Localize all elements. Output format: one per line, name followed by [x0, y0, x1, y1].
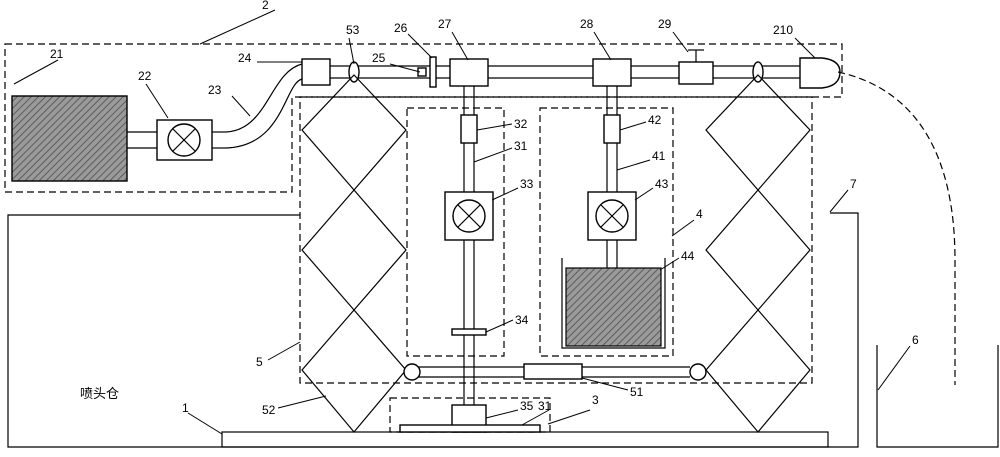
- tee-27: [449, 58, 489, 87]
- valve-29: [678, 61, 714, 85]
- base-plate-31: [399, 424, 541, 433]
- label-22: 22: [138, 69, 152, 83]
- label-43: 43: [655, 177, 669, 191]
- nozzle-chamber-outline: [7, 212, 859, 448]
- label-31-bottom: 31: [538, 399, 552, 413]
- label-1: 1: [182, 401, 189, 415]
- right-hinge-pin: [689, 363, 707, 381]
- label-34: 34: [515, 313, 529, 327]
- label-26: 26: [394, 21, 408, 35]
- label-29: 29: [658, 17, 672, 31]
- spray-trajectory: [837, 71, 956, 385]
- label-5: 5: [256, 355, 263, 369]
- label-3: 3: [592, 393, 599, 407]
- sensor-42: [603, 114, 621, 144]
- pipe-fitting-24: [301, 58, 331, 86]
- water-tank-21: [11, 95, 128, 182]
- label-31-top: 31: [514, 139, 528, 153]
- left-hinge-pin: [403, 363, 421, 381]
- label-27: 27: [438, 17, 452, 31]
- right-scissor-lift: [705, 74, 811, 433]
- label-23: 23: [208, 83, 222, 97]
- left-scissor-lift-52: [301, 74, 407, 433]
- label-25: 25: [372, 51, 386, 65]
- label-51: 51: [630, 385, 644, 399]
- nozzle-chamber-label: 喷头仓: [80, 386, 119, 401]
- nozzle-210: [799, 57, 841, 89]
- additive-tank-44-wall: [561, 258, 666, 349]
- center-module-dashed-boundary: [406, 107, 505, 357]
- label-4: 4: [696, 207, 703, 221]
- flange-34: [451, 328, 487, 336]
- sensor-32: [460, 114, 478, 144]
- label-42: 42: [648, 113, 662, 127]
- label-210: 210: [773, 23, 793, 37]
- chamber-base-plate: [221, 431, 829, 448]
- supply-unit-dashed-boundary: [4, 43, 843, 193]
- lifting-frame-dashed-boundary: [299, 96, 813, 384]
- flange-26: [429, 56, 437, 88]
- label-6: 6: [912, 333, 919, 347]
- label-52: 52: [262, 403, 276, 417]
- label-53: 53: [346, 23, 360, 37]
- tee-28: [592, 58, 632, 87]
- collection-tank: [876, 345, 999, 448]
- actuator-51: [523, 363, 583, 380]
- label-41: 41: [652, 149, 666, 163]
- label-21: 21: [50, 47, 64, 61]
- leader-lines: [13, 9, 911, 435]
- center-base-dashed-boundary: [389, 397, 551, 433]
- label-2: 2: [262, 0, 269, 12]
- additive-tank-44: [565, 267, 662, 347]
- label-44: 44: [681, 249, 695, 263]
- label-33: 33: [520, 177, 534, 191]
- label-35: 35: [520, 399, 534, 413]
- label-28: 28: [580, 17, 594, 31]
- hose-23: [225, 63, 303, 133]
- label-24: 24: [238, 51, 252, 65]
- label-7: 7: [850, 177, 857, 191]
- sensor-25: [417, 67, 427, 77]
- label-32: 32: [514, 117, 528, 131]
